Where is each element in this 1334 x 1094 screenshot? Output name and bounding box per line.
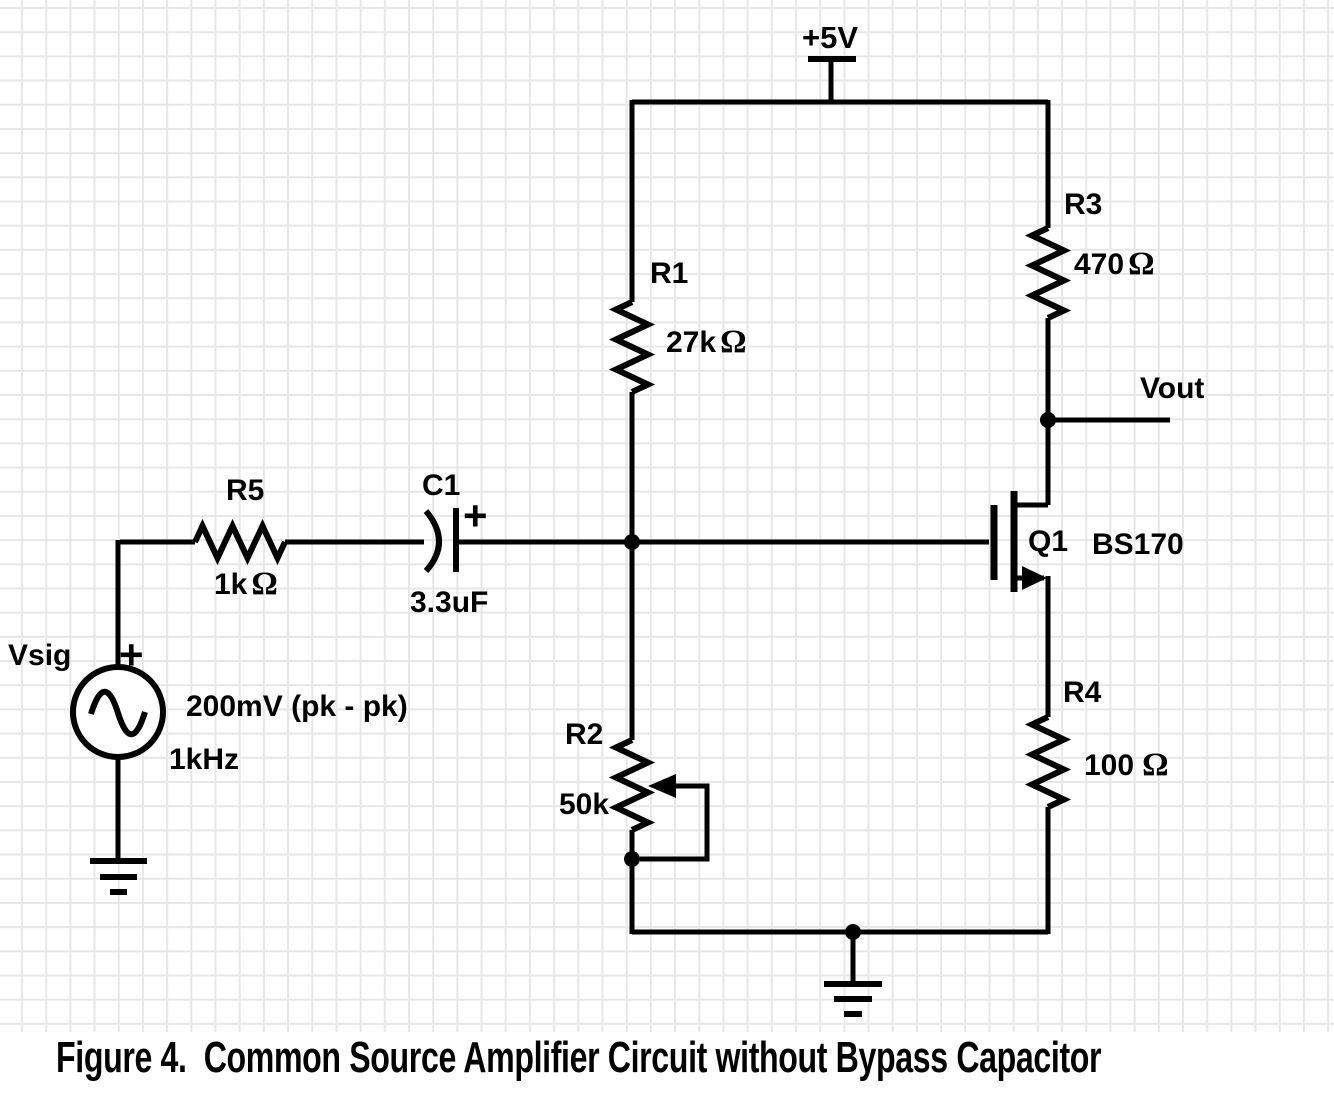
vsig-frequency: 1kHz bbox=[169, 743, 240, 776]
vsig-polarity-plus: + bbox=[119, 631, 144, 678]
resistor-r5-symbol bbox=[192, 518, 288, 566]
r3-label: R3 bbox=[1064, 188, 1103, 221]
q1-part-number: BS170 bbox=[1092, 528, 1184, 561]
resistor-r3-symbol bbox=[1024, 225, 1072, 321]
figure-caption: Figure 4. Common Source Amplifier Circui… bbox=[56, 1033, 1102, 1082]
sine-wave-icon bbox=[88, 688, 148, 738]
r2-label: R2 bbox=[565, 718, 604, 751]
resistor-r2-symbol bbox=[608, 737, 656, 833]
ac-source-symbol bbox=[70, 664, 166, 760]
mosfet-q1-symbol bbox=[990, 491, 1048, 592]
r3-value-number: 470 bbox=[1074, 248, 1125, 281]
r2-value: 50k bbox=[559, 788, 610, 821]
r1-label: R1 bbox=[650, 257, 689, 290]
r5-value-number: 1k bbox=[214, 568, 248, 601]
c1-label: C1 bbox=[422, 469, 461, 502]
junction-dot bbox=[624, 851, 640, 867]
wire-input-branch bbox=[115, 539, 989, 861]
r1-value-number: 27k bbox=[666, 326, 717, 359]
junction-dot bbox=[624, 534, 640, 550]
r3-unit: Ω bbox=[1128, 246, 1155, 282]
vsig-amplitude: 200mV (pk - pk) bbox=[186, 690, 408, 723]
junction-dots bbox=[624, 412, 1056, 940]
junction-dot bbox=[845, 924, 861, 940]
c1-value: 3.3uF bbox=[410, 586, 489, 619]
r4-value-number: 100 bbox=[1084, 749, 1135, 782]
resistor-r1-symbol bbox=[608, 299, 656, 395]
mosfet-source-arrow-icon bbox=[1022, 566, 1047, 590]
main-ground-icon bbox=[824, 932, 882, 1017]
r5-unit: Ω bbox=[251, 566, 278, 602]
capacitor-c1-symbol bbox=[423, 508, 459, 574]
r4-label: R4 bbox=[1063, 676, 1102, 709]
r1-unit: Ω bbox=[720, 324, 747, 360]
vcc-supply-icon bbox=[808, 56, 856, 104]
r5-label: R5 bbox=[226, 474, 265, 507]
vout-label: Vout bbox=[1140, 372, 1205, 405]
junction-dot bbox=[1040, 412, 1056, 428]
resistor-r4-symbol bbox=[1024, 714, 1072, 810]
r4-unit: Ω bbox=[1142, 747, 1169, 783]
vsig-label: Vsig bbox=[8, 639, 72, 672]
q1-label: Q1 bbox=[1028, 525, 1069, 558]
signal-ground-icon bbox=[90, 858, 147, 895]
wiper-arrow-icon bbox=[648, 774, 676, 798]
c1-polarity-plus: + bbox=[463, 492, 488, 539]
supply-voltage-label: +5V bbox=[802, 20, 859, 55]
potentiometer-wiper bbox=[640, 774, 710, 862]
circuit-schematic bbox=[70, 56, 1170, 1017]
